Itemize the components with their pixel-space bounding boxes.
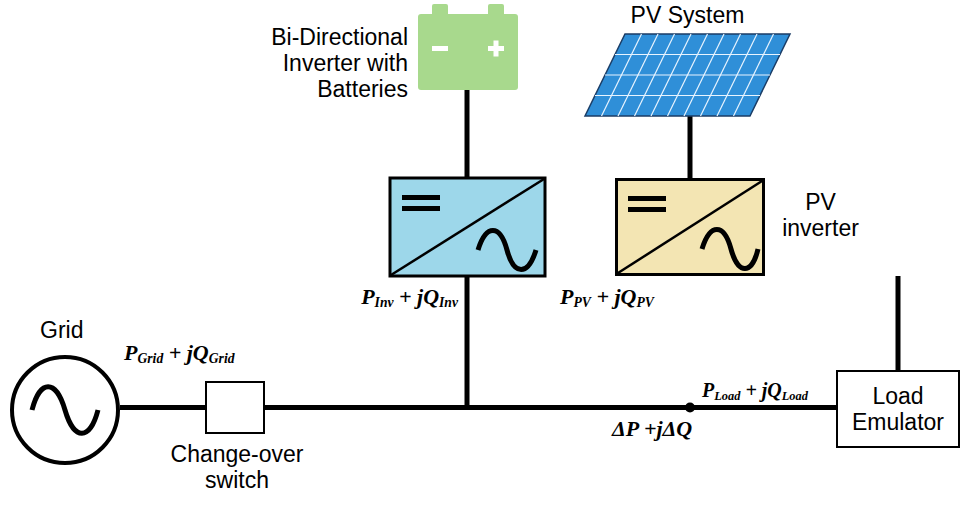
cell-line xyxy=(602,34,642,116)
battery-symbol xyxy=(418,4,518,90)
power-line xyxy=(265,405,836,410)
sine-wave xyxy=(32,387,98,434)
load-power-label: PLoad + jQLoad xyxy=(702,377,808,409)
cell-line xyxy=(651,34,691,116)
cell-line xyxy=(684,34,724,116)
inverter-diagonal xyxy=(391,179,544,275)
node-label: PV System xyxy=(585,2,790,28)
power-line xyxy=(688,116,693,178)
grid-source: Grid xyxy=(10,355,120,465)
pv-panel-face xyxy=(585,34,790,116)
power-line xyxy=(896,276,901,370)
plus-sign xyxy=(494,41,499,57)
inverter-diagonal xyxy=(618,181,762,273)
grid-power-label: PGrid + jQGrid xyxy=(124,340,235,372)
sine-symbol xyxy=(14,359,116,461)
node-label: PV inverter xyxy=(773,189,868,241)
inverter-power-label: PInv + jQInv xyxy=(330,284,458,316)
cell-line xyxy=(668,34,708,116)
cell-line xyxy=(635,34,675,116)
pv-power-label: PPV + jQPV xyxy=(560,284,654,316)
power-mismatch-label: ΔP +jΔQ xyxy=(612,416,692,442)
node-label: Grid xyxy=(40,317,120,343)
pv-inverter: PV inverter xyxy=(615,178,765,276)
cell-line xyxy=(734,34,774,116)
pv-panel-drawing xyxy=(585,34,790,116)
node-label: Change-over switch xyxy=(147,441,327,493)
dc-symbol xyxy=(402,195,440,200)
node-label: Load Emulator xyxy=(838,383,958,435)
load-emulator: Load Emulator xyxy=(836,370,960,448)
power-line xyxy=(120,405,205,410)
cell-line xyxy=(618,34,658,116)
battery-wire xyxy=(465,88,470,180)
battery-body xyxy=(418,14,518,90)
ac-symbol xyxy=(702,230,758,269)
dc-symbol xyxy=(628,207,666,212)
pv-panel: PV System xyxy=(585,34,790,116)
cell-line xyxy=(717,34,757,116)
dc-symbol xyxy=(628,196,666,201)
inverter-bus-wire xyxy=(465,276,470,409)
cell-line xyxy=(701,34,741,116)
bidirectional-inverter-box xyxy=(390,178,545,276)
text-holder: Load Emulator xyxy=(838,372,958,446)
dc-symbol xyxy=(402,206,440,211)
inverter-symbol xyxy=(618,181,762,273)
node-label: Bi-Directional Inverter with Batteries xyxy=(213,24,408,102)
minus-sign xyxy=(432,46,448,51)
ac-symbol xyxy=(478,231,536,270)
change-over-switch: Change-over switch xyxy=(205,381,265,434)
battery: Bi-Directional Inverter with Batteries xyxy=(418,4,518,90)
